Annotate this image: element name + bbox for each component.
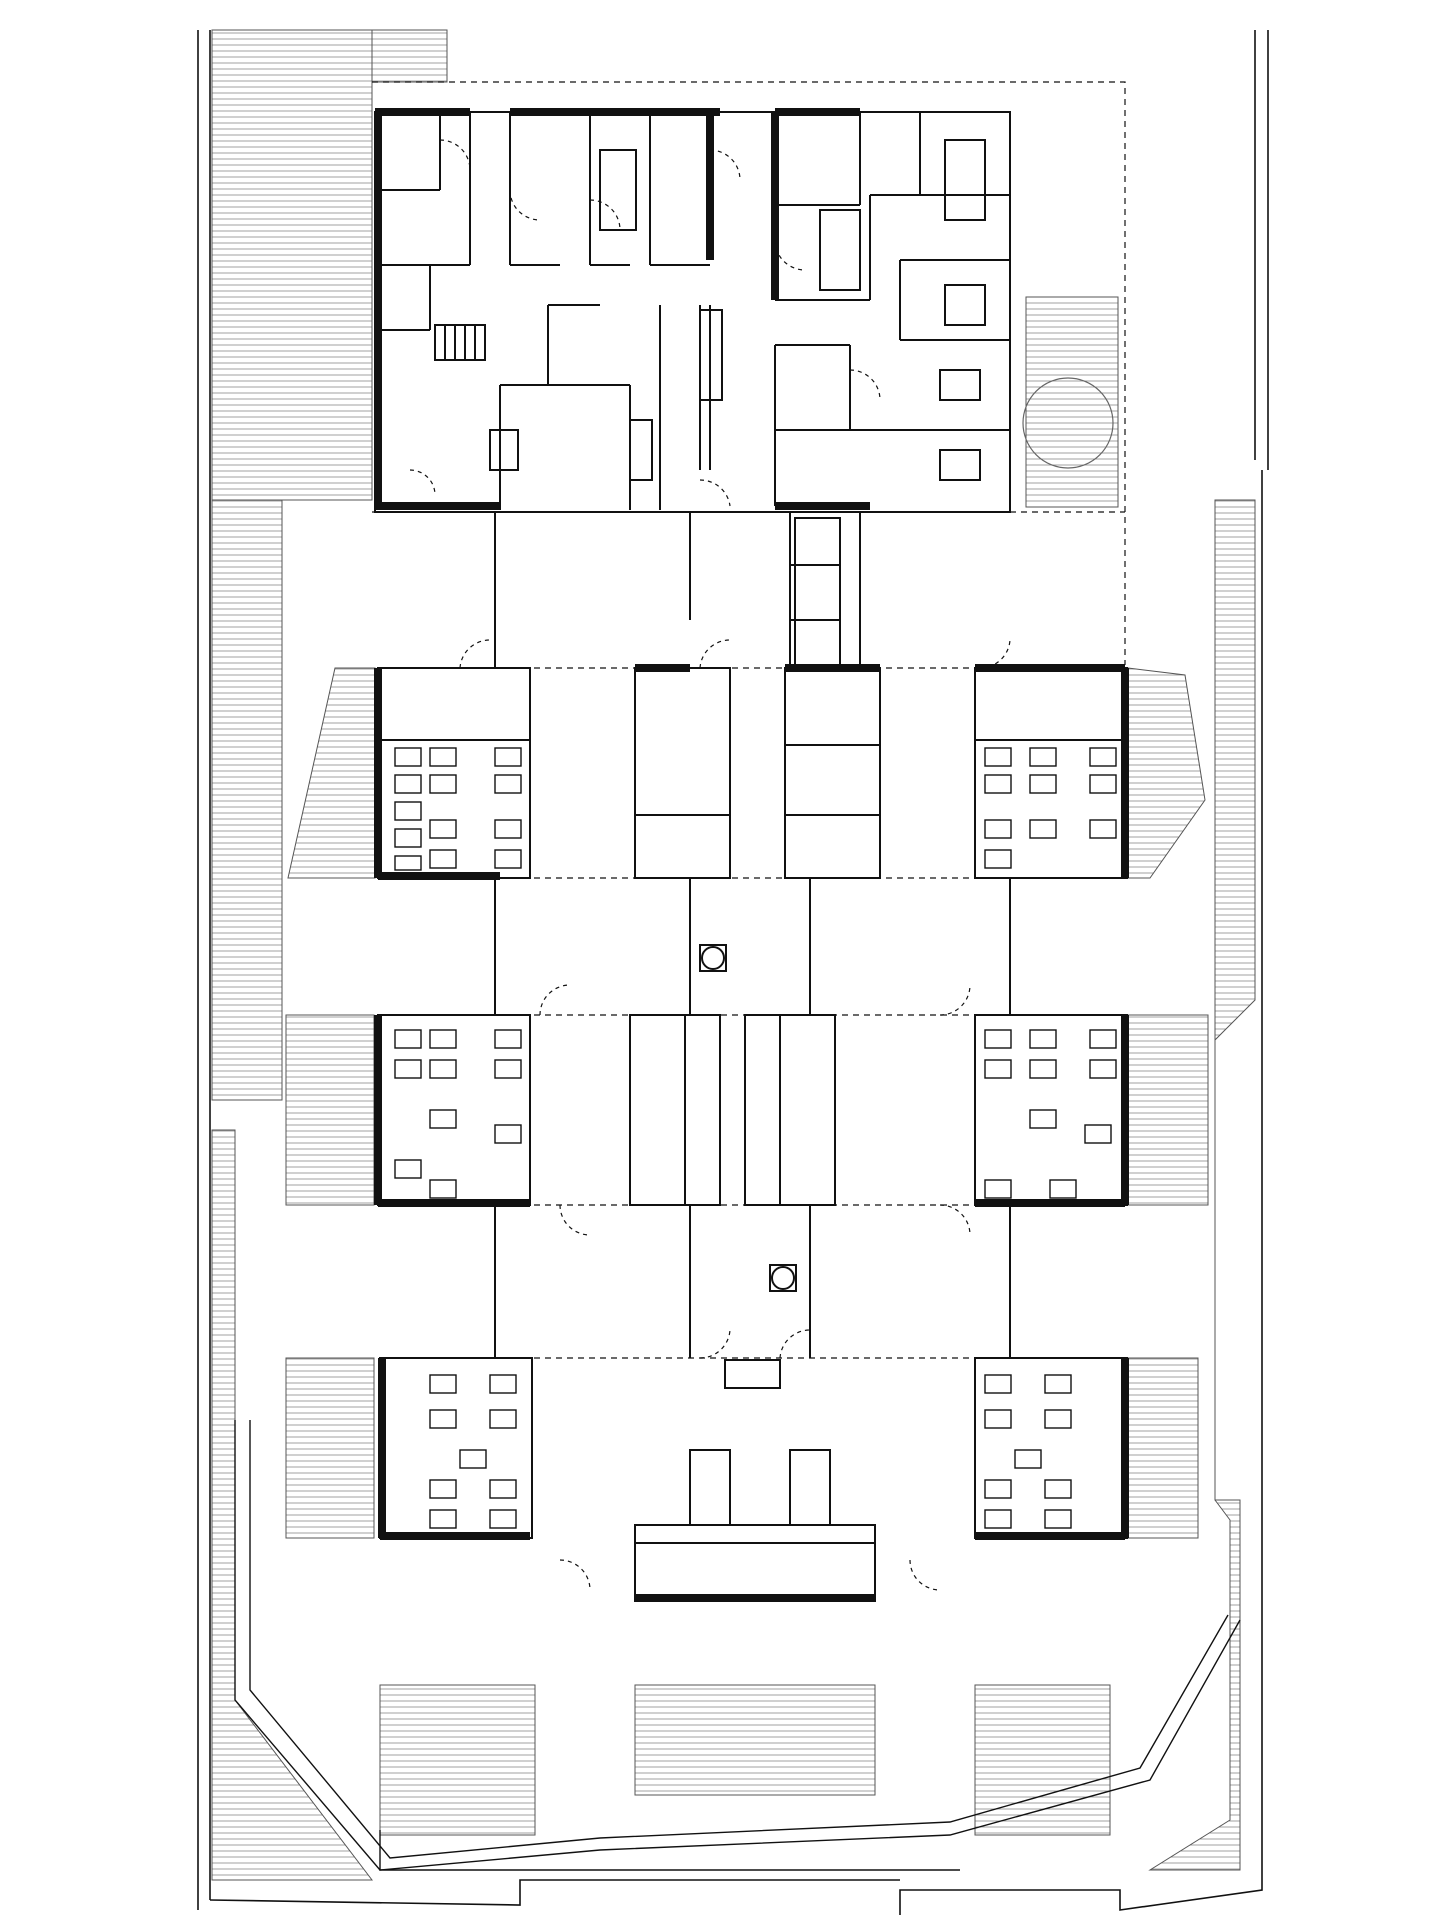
sofa (489, 429, 519, 471)
wing-row1-right (974, 664, 1129, 879)
hatch-east-square (1025, 296, 1119, 508)
wing-row3-left (378, 1357, 533, 1540)
wing-row1-center (634, 664, 881, 879)
kitchen-counter (819, 209, 861, 291)
bed-grid (984, 1029, 1117, 1199)
hatch-row2-left (285, 1014, 375, 1206)
hatch-north-top (371, 29, 448, 83)
hatch-east-strip (1148, 499, 1256, 1871)
corridor-lines (494, 878, 1011, 1358)
hatch-row1-left (287, 667, 376, 879)
wing-row1-left (374, 667, 531, 880)
hatch-west-strip (211, 29, 373, 501)
site-boundary (197, 30, 1269, 1915)
hatch-south-mid (634, 1684, 876, 1796)
wing-row2-right (974, 1014, 1129, 1207)
desk-table (944, 139, 986, 221)
bed-grid (394, 747, 522, 871)
hatch-south-left (379, 1684, 536, 1836)
hatch-row3-right (1127, 1357, 1199, 1539)
bed-grid (429, 1374, 517, 1529)
wing-row3-center (634, 1359, 876, 1602)
hatch-row1-right (1127, 667, 1206, 879)
door-swings (459, 639, 1011, 1591)
corridor-bench (699, 309, 723, 401)
bed-grid (984, 747, 1117, 869)
hatch-row2-right (1127, 1014, 1209, 1206)
corridor-bench (629, 419, 653, 481)
service-block (374, 108, 1011, 513)
bed-grid (984, 1374, 1072, 1529)
central-link (494, 512, 861, 668)
canopy-outline (372, 81, 1126, 1359)
dormitory-wings (374, 639, 1129, 1602)
hatch-row3-left (285, 1357, 375, 1539)
wing-row2-lockers (629, 1014, 836, 1206)
wing-row3-right (974, 1357, 1129, 1540)
bed-grid (394, 1029, 522, 1199)
door-swings (409, 139, 881, 507)
washbasin-icon (769, 1264, 797, 1292)
meeting-table (939, 449, 981, 481)
outdoor-circle (1022, 377, 1114, 469)
exterior-walls (374, 108, 870, 510)
wing-row2-left (374, 1014, 531, 1207)
meeting-table (939, 369, 981, 401)
washbasin-icon (699, 944, 727, 972)
hatch-south-right (974, 1684, 1111, 1836)
hatch-west-bottom (211, 1129, 374, 1881)
link-room (794, 517, 841, 667)
meeting-table (944, 284, 986, 326)
hatch-west-lower (211, 499, 283, 1101)
site-paths (234, 1420, 1241, 1871)
stair (434, 324, 486, 361)
kitchen-counter (599, 149, 637, 231)
landscape-hatching (211, 29, 1256, 1881)
